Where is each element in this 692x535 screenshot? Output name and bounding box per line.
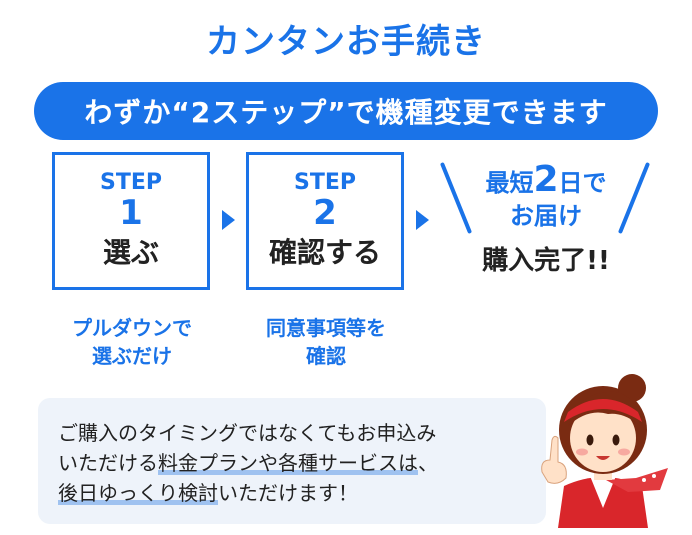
purchase-complete: 購入完了!! <box>482 246 610 276</box>
delivery-pre: 最短 <box>485 169 534 197</box>
step-1-caption-line1: プルダウンで <box>72 316 192 340</box>
step-2-number: 2 <box>313 193 337 233</box>
info-speech-box: ご購入のタイミングではなくてもお申込み いただける料金プランや各種サービスは、 … <box>38 398 546 524</box>
info-line-2-pre: いただける <box>58 451 158 475</box>
mascot-girl-icon <box>541 374 668 528</box>
info-text: ご購入のタイミングではなくてもお申込み いただける料金プランや各種サービスは、 … <box>58 418 538 508</box>
step-1-caption-line2: 選ぶだけ <box>92 344 172 368</box>
delivery-number: 2 <box>533 159 559 200</box>
arrow-right-icon <box>222 210 235 230</box>
step-2-caption: 同意事項等を 確認 <box>226 314 426 370</box>
page-title: カンタンお手続き <box>206 22 486 62</box>
step-1-label: STEP <box>99 170 162 195</box>
step-1-action: 選ぶ <box>102 236 159 269</box>
delivery-days: 最短2日で <box>446 162 646 199</box>
step-2-caption-line1: 同意事項等を <box>266 316 386 340</box>
delivery-label: お届け <box>510 202 582 230</box>
delivery-post: 日で <box>558 169 607 197</box>
arrow-right-icon <box>416 210 429 230</box>
info-line-3: 後日ゆっくり検討いただけます！ <box>58 478 538 508</box>
step-2-box: STEP 2 確認する <box>246 152 404 290</box>
info-highlight-later: 後日ゆっくり検討 <box>58 481 218 505</box>
step-2-label: STEP <box>293 170 356 195</box>
step-2-action: 確認する <box>268 236 381 269</box>
step-1-number: 1 <box>119 193 143 233</box>
step-1-caption: プルダウンで 選ぶだけ <box>32 314 232 370</box>
info-line-3-post: いただけます！ <box>218 481 358 505</box>
two-step-banner: わずか“2ステップ”で機種変更できます <box>34 82 658 140</box>
delivery-complete: 最短2日で お届け 購入完了!! <box>439 160 651 290</box>
step-1-box: STEP 1 選ぶ <box>52 152 210 290</box>
info-highlight-plans: 料金プランや各種サービスは <box>158 451 418 475</box>
step-2-caption-line2: 確認 <box>306 344 346 368</box>
info-line-1: ご購入のタイミングではなくてもお申込み <box>58 421 437 445</box>
info-line-2: いただける料金プランや各種サービスは、 <box>58 448 538 478</box>
info-line-2-post: 、 <box>418 451 438 475</box>
